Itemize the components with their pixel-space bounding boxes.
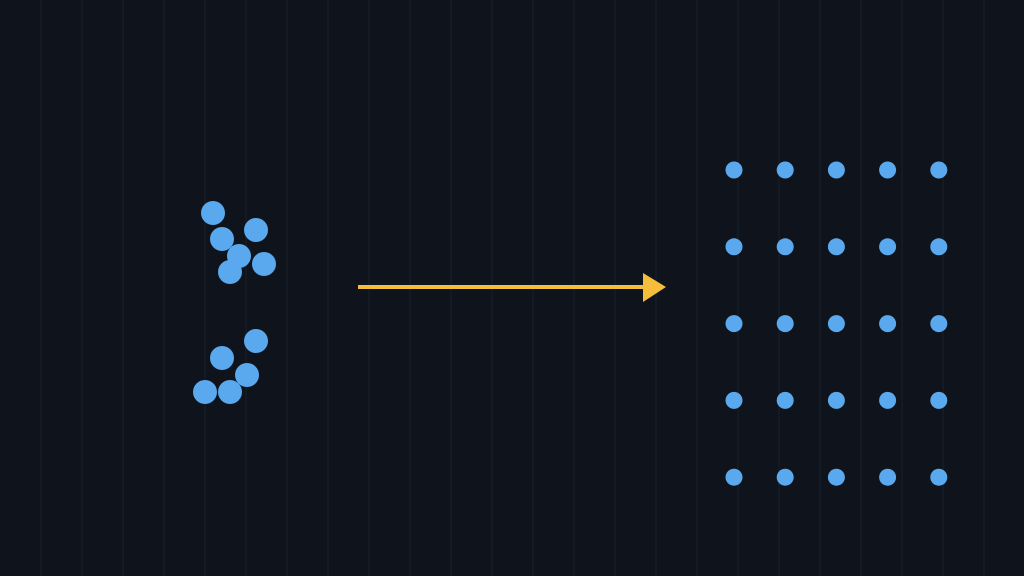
scattered-dot: [252, 252, 276, 276]
arrow-head-icon: [643, 273, 666, 302]
grid-dot: [930, 315, 948, 333]
grid-dot: [725, 315, 743, 333]
grid-dot: [776, 468, 794, 486]
scattered-dots-cluster: [193, 201, 276, 404]
scattered-dot: [244, 218, 268, 242]
grid-dot: [930, 468, 948, 486]
grid-dot: [930, 391, 948, 409]
grid-dot: [827, 161, 845, 179]
grid-dot: [776, 315, 794, 333]
grid-dot: [930, 161, 948, 179]
grid-dot: [776, 238, 794, 256]
grid-dot: [725, 161, 743, 179]
grid-dot: [725, 238, 743, 256]
grid-dot: [776, 391, 794, 409]
grid-dot: [879, 238, 897, 256]
scattered-dot: [218, 260, 242, 284]
grid-dot: [827, 238, 845, 256]
scattered-dot: [193, 380, 217, 404]
grid-dot: [725, 391, 743, 409]
grid-dot: [827, 315, 845, 333]
grid-dot: [879, 391, 897, 409]
scattered-dot: [201, 201, 225, 225]
grid-dot: [776, 161, 794, 179]
grid-dot: [879, 161, 897, 179]
scattered-dot: [218, 380, 242, 404]
scattered-dot: [235, 363, 259, 387]
grid-dot: [879, 315, 897, 333]
grid-dot: [725, 468, 743, 486]
transform-arrow: [358, 273, 666, 302]
ordered-dot-grid: [725, 161, 948, 486]
grid-dot: [879, 468, 897, 486]
grid-dot: [827, 391, 845, 409]
grid-dot: [827, 468, 845, 486]
scattered-dot: [244, 329, 268, 353]
scattered-dot: [210, 346, 234, 370]
grid-dot: [930, 238, 948, 256]
scattered-dot: [210, 227, 234, 251]
